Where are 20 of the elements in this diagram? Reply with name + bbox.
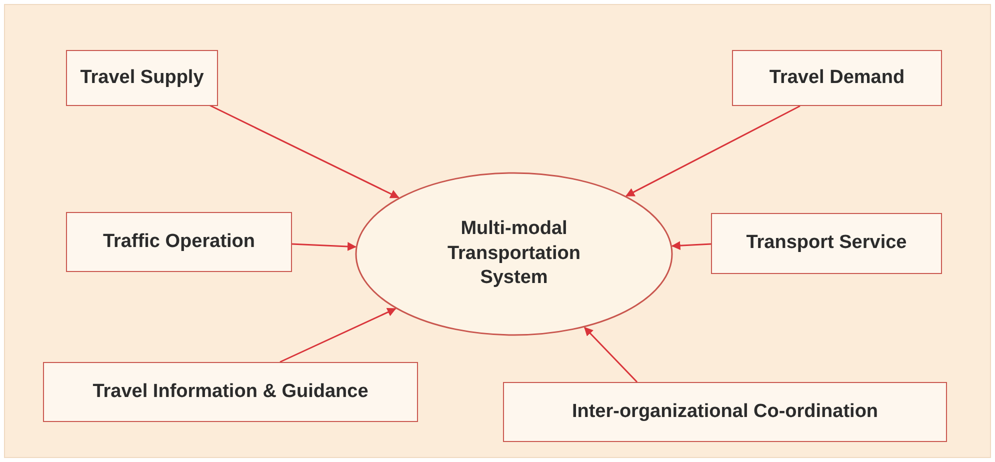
process-box — [732, 50, 942, 106]
process-box — [43, 362, 418, 422]
arrow — [625, 105, 800, 197]
process-box — [66, 50, 218, 106]
node-label: Travel Demand — [769, 66, 905, 90]
process-box — [503, 382, 947, 442]
process-box — [66, 212, 292, 272]
node-label: Inter-organizational Co-ordination — [572, 400, 878, 424]
arrow — [292, 242, 356, 251]
node-label: Traffic Operation — [102, 230, 256, 254]
process-box — [711, 213, 942, 274]
arrow — [208, 104, 400, 198]
node-label: Travel Information & Guidance — [92, 380, 368, 404]
node-label: Transport Service — [746, 231, 907, 256]
ellipse-node — [355, 172, 673, 336]
arrow — [671, 241, 712, 250]
arrow — [584, 326, 638, 383]
arrow — [280, 308, 396, 363]
node-label: Travel Supply — [80, 66, 204, 90]
node-label: Multi-modal Transportation System — [446, 216, 582, 290]
